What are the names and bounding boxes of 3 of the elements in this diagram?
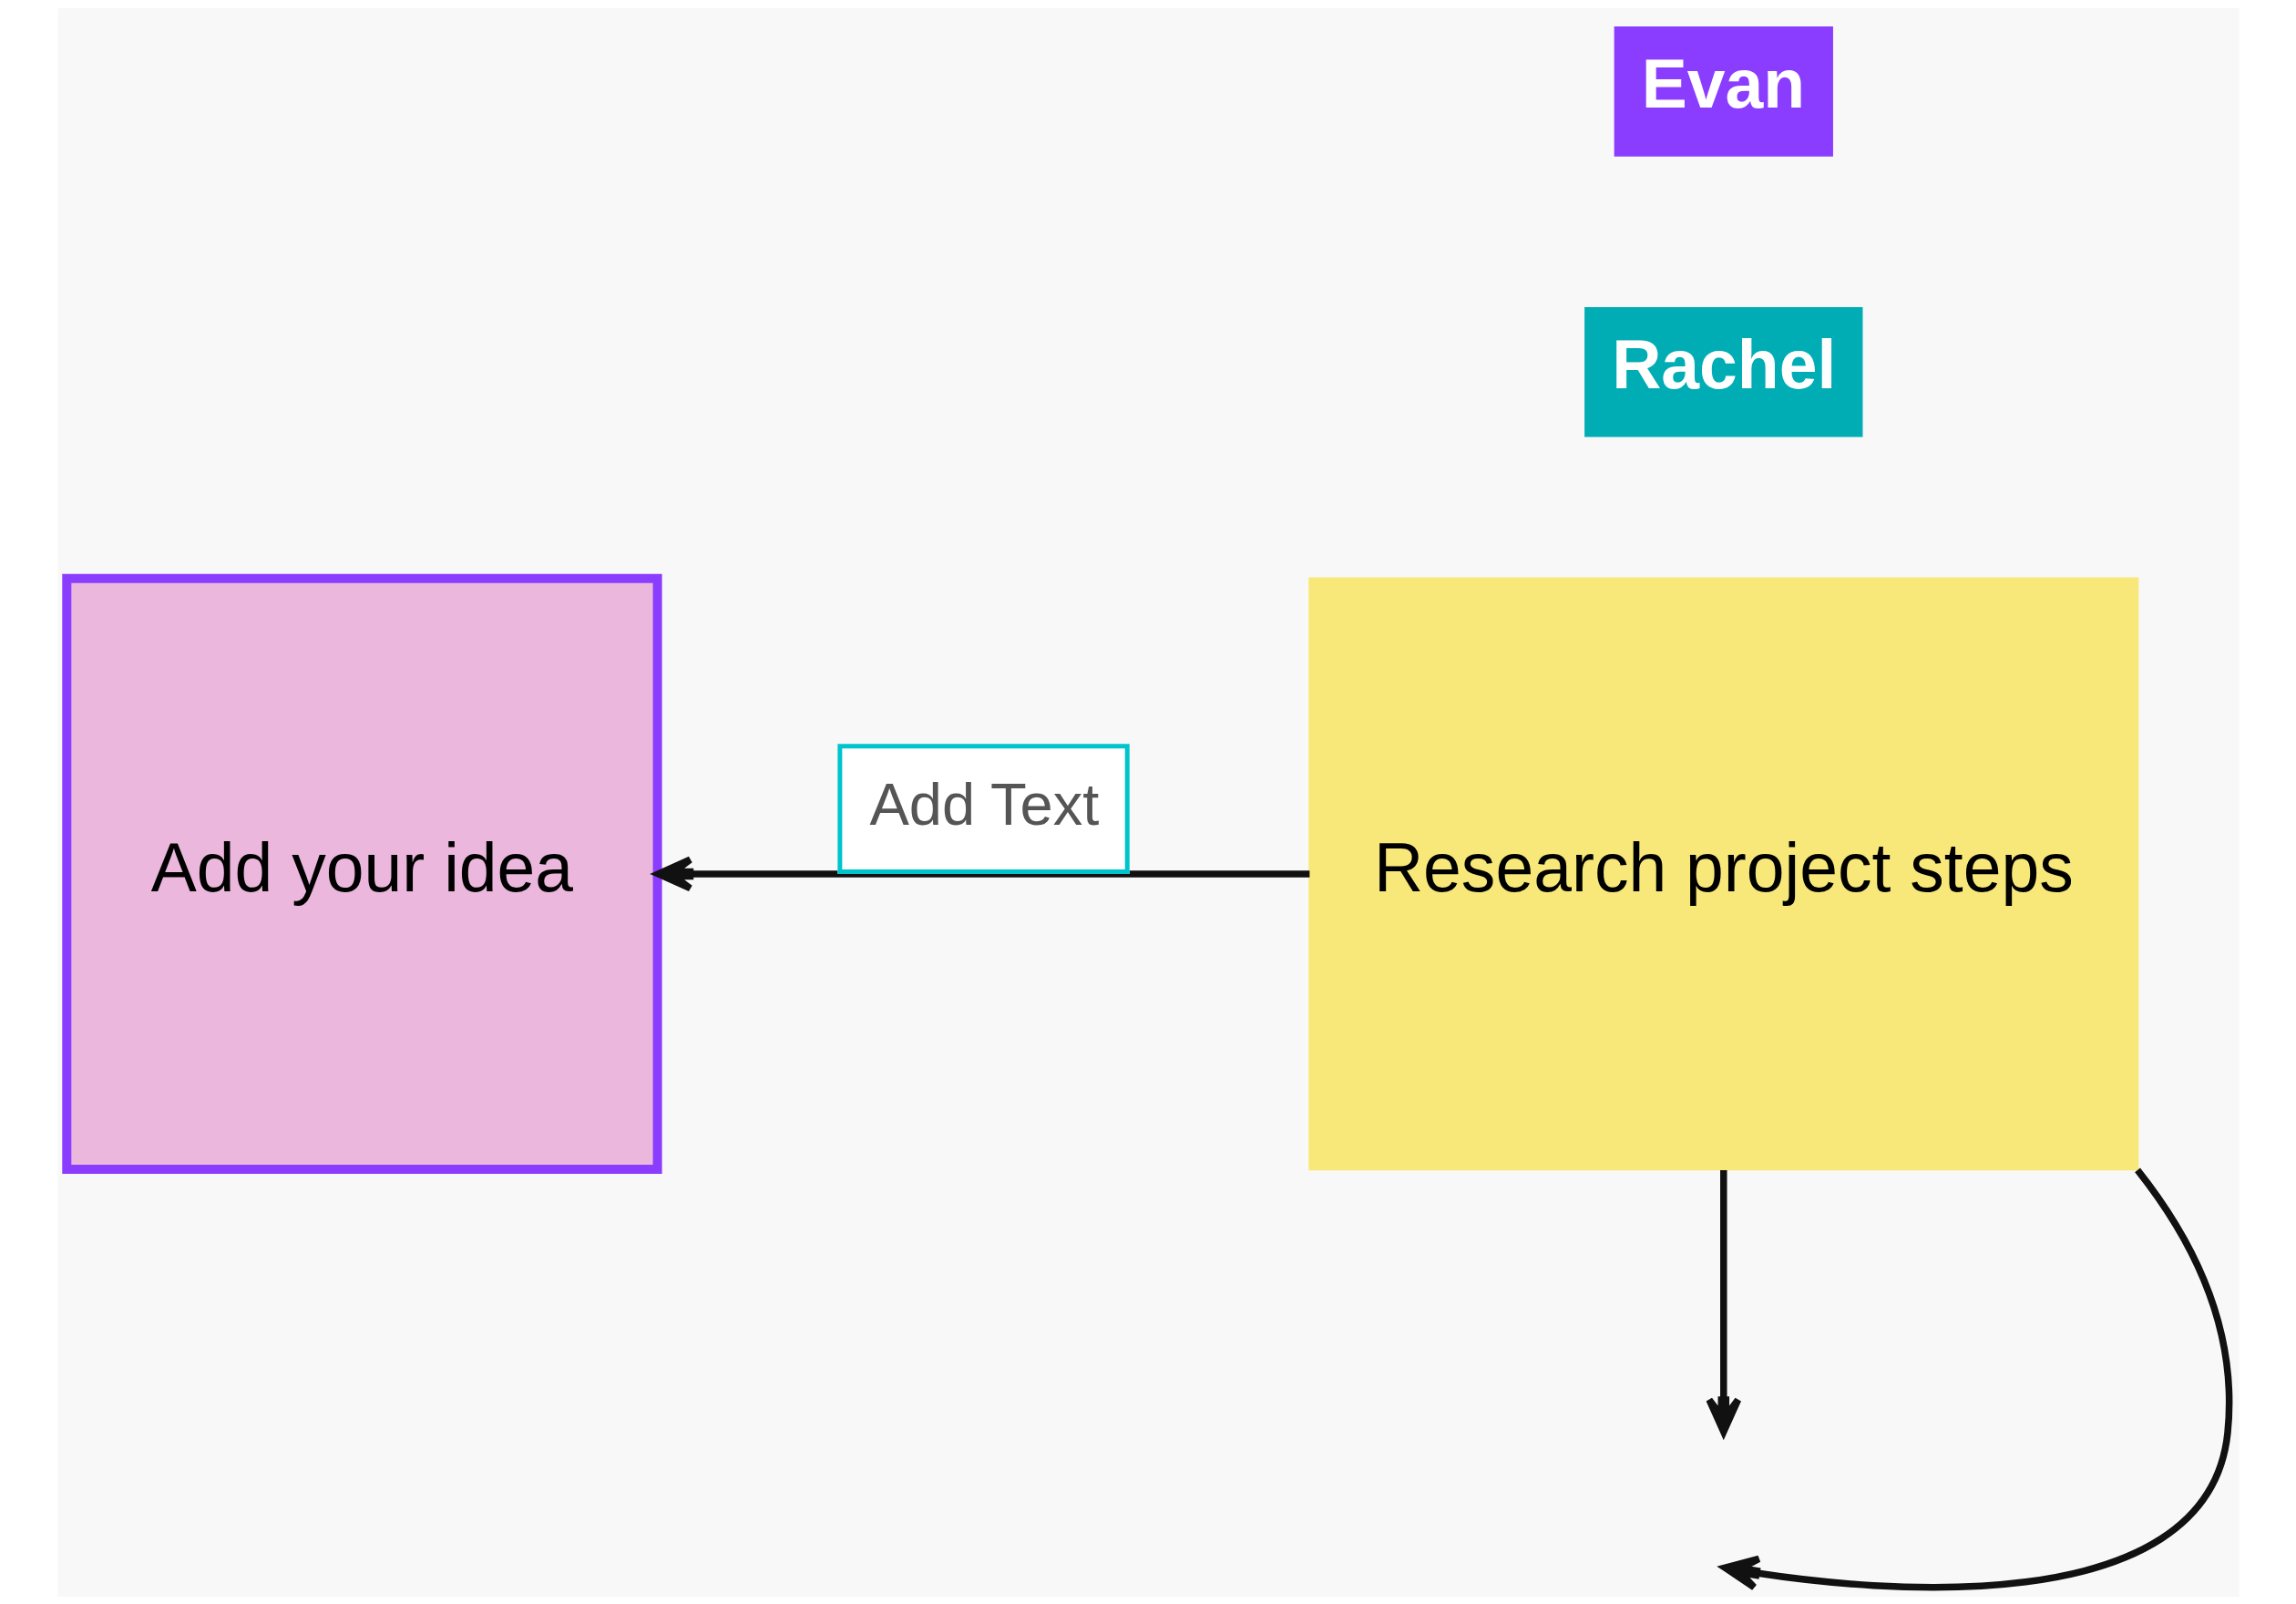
- label: Rachel: [1611, 325, 1836, 403]
- label: Evan: [1641, 45, 1805, 122]
- edge-label: Add Text: [868, 770, 1099, 838]
